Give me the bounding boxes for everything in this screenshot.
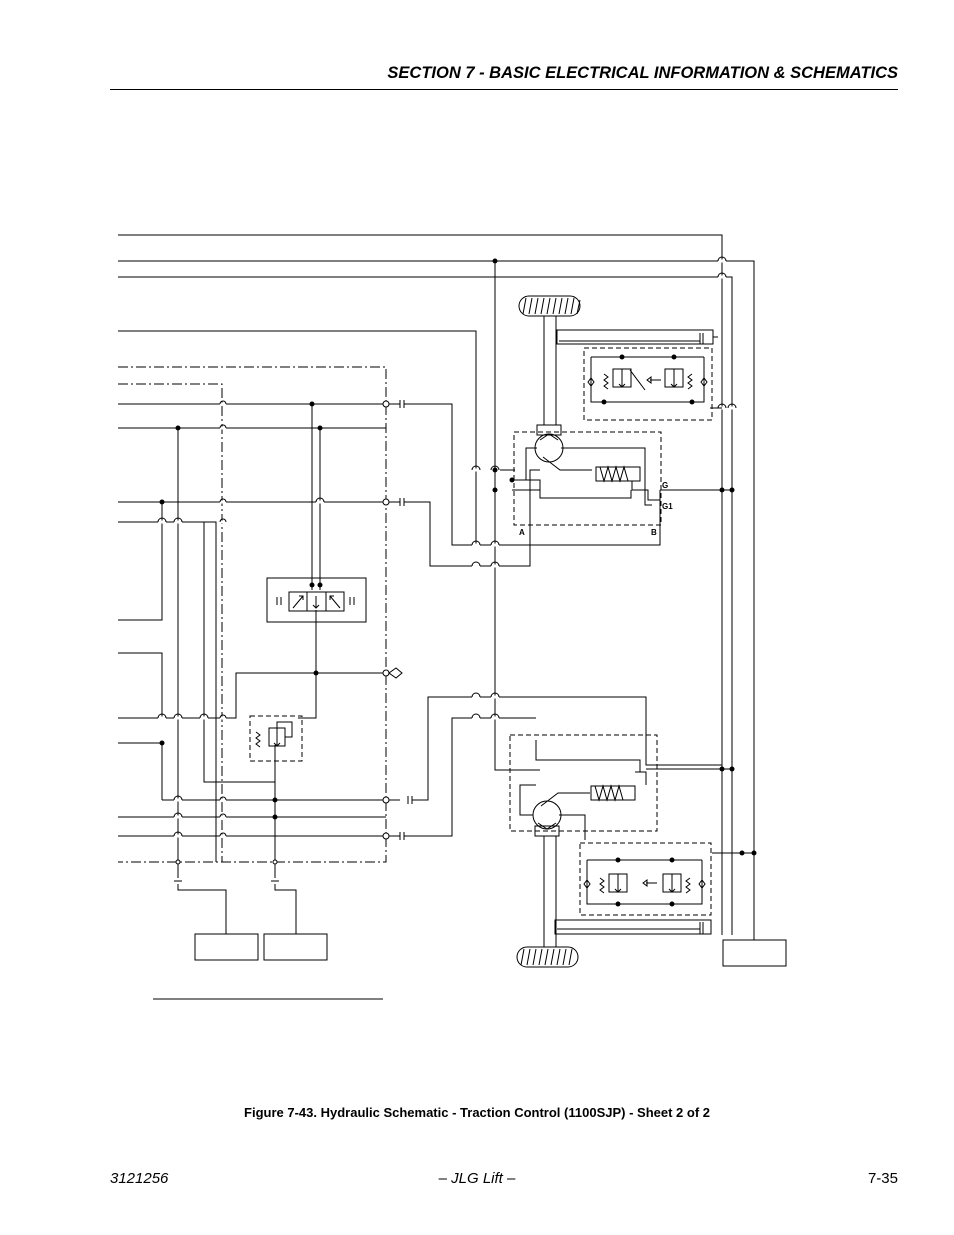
lower-wheel xyxy=(516,836,579,968)
upper-brake-cylinder xyxy=(556,329,718,345)
manifold-boundary xyxy=(118,366,387,863)
doc-number: 3121256 xyxy=(110,1170,169,1187)
top-hydraulic-lines xyxy=(118,234,755,940)
directional-valve xyxy=(266,577,367,623)
relief-valve xyxy=(249,715,303,762)
upper-drive-motor xyxy=(492,424,735,526)
port-label-g1: G1 xyxy=(662,502,673,511)
header-rule xyxy=(110,89,898,90)
port-label-a: A xyxy=(519,528,525,537)
lower-brake-cylinder xyxy=(554,838,733,935)
figure-caption: Figure 7-43. Hydraulic Schematic - Tract… xyxy=(244,1105,710,1120)
line-crossovers xyxy=(158,259,736,838)
upper-wheel xyxy=(518,295,581,425)
page-number: 7-35 xyxy=(867,1170,898,1187)
lower-drive-motor xyxy=(509,734,735,840)
port-label-g: G xyxy=(662,481,668,490)
lower-counterbalance-block xyxy=(579,842,757,916)
section-header: SECTION 7 - BASIC ELECTRICAL INFORMATION… xyxy=(387,64,898,82)
upper-counterbalance-block xyxy=(583,347,722,421)
port-label-b: B xyxy=(651,528,657,537)
brand-footer: – JLG Lift – xyxy=(438,1170,516,1187)
reference-boxes xyxy=(194,933,787,967)
manifold-lines xyxy=(118,400,662,934)
crossover-arcs xyxy=(157,256,737,837)
